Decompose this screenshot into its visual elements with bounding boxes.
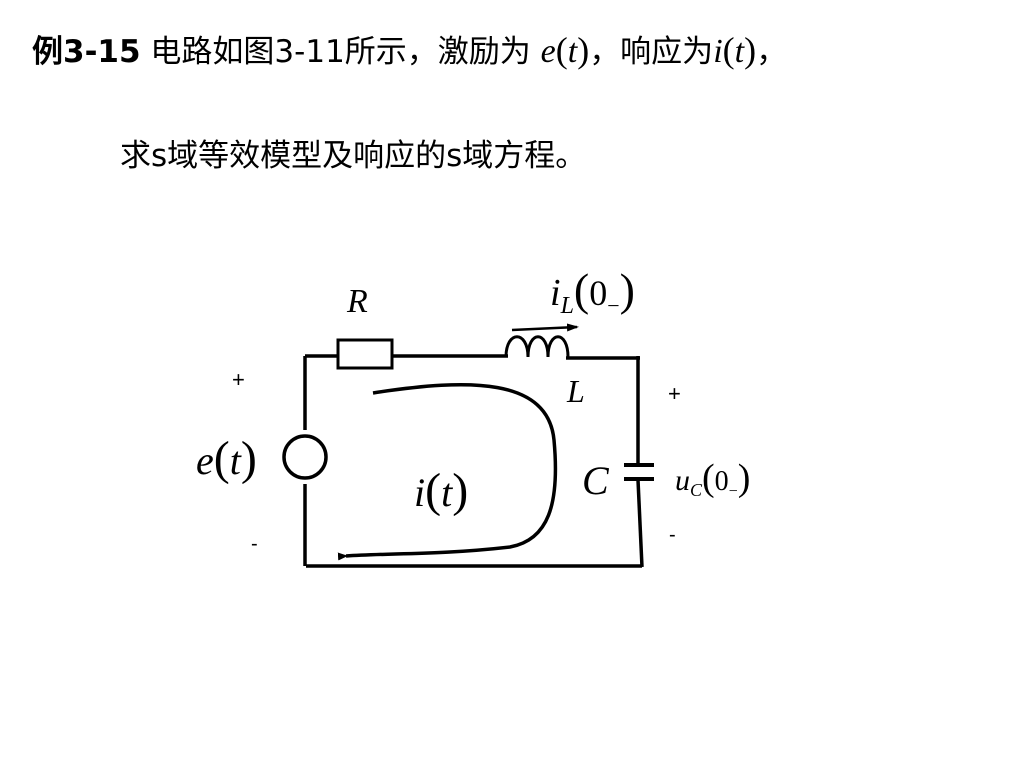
loop-current-arg: t: [441, 470, 453, 515]
problem-text-c: ，: [756, 34, 788, 70]
capacitor-voltage-paren-open: (: [702, 457, 715, 499]
wire-right-lower: [636, 479, 644, 568]
source-minus-sign: -: [251, 533, 258, 555]
inductor-current-minus: −: [607, 293, 619, 318]
voltage-source-symbol: [282, 434, 328, 480]
source-label: e(t): [196, 432, 257, 485]
resistor-label: R: [346, 283, 368, 320]
capacitor-voltage-minus: −: [729, 483, 738, 500]
response-symbol: i: [713, 33, 723, 70]
inductor-current-arrow: [511, 323, 579, 332]
source-paren-close: ): [241, 432, 257, 485]
capacitor-voltage-sub: C: [690, 480, 703, 500]
inductor-label: L: [566, 373, 585, 409]
inductor-current-paren-open: (: [574, 264, 589, 315]
capacitor-voltage-arg: 0: [715, 466, 729, 497]
capacitor-minus-sign: -: [669, 524, 676, 546]
resistor-symbol: [336, 338, 394, 370]
source-arg: t: [230, 438, 242, 483]
paren-open-1: (: [555, 30, 568, 70]
problem-text-b: ，响应为: [589, 34, 714, 70]
paren-close-1: ): [577, 30, 590, 70]
excitation-symbol: e: [540, 33, 556, 70]
loop-current-arrow: [337, 383, 558, 561]
problem-label: 例3-15: [32, 34, 141, 70]
loop-current-paren-open: (: [425, 464, 441, 517]
problem-line-1: 例3-15 电路如图3-11所示，激励为 e(t)，响应为i(t)，: [32, 26, 787, 76]
paren-open-2: (: [722, 30, 735, 70]
inductor-current-symbol: i: [550, 272, 561, 314]
capacitor-voltage-paren-close: ): [738, 457, 751, 499]
circuit-wires: [303, 354, 644, 568]
inductor-current-sub: L: [560, 293, 574, 319]
capacitor-voltage-symbol: u: [675, 464, 690, 497]
capacitor-plus-sign: +: [668, 381, 681, 406]
capacitor-label: C: [582, 458, 610, 503]
response-arg: t: [734, 33, 745, 70]
inductor-current-label: iL(0−): [550, 264, 635, 319]
problem-text-a: 电路如图3-11所示，激励为: [140, 34, 541, 70]
capacitor-voltage-label: uC(0−): [675, 457, 750, 500]
inductor-current-arg: 0: [589, 273, 607, 313]
inductor-current-paren-close: ): [620, 264, 635, 315]
loop-current-paren-close: ): [452, 464, 468, 517]
loop-current-label: i(t): [414, 464, 468, 517]
source-plus-sign: +: [232, 367, 245, 392]
source-paren-open: (: [214, 432, 230, 485]
excitation-arg: t: [567, 33, 578, 70]
loop-current-symbol: i: [414, 470, 425, 515]
source-symbol: e: [196, 438, 214, 483]
problem-line-2: 求s域等效模型及响应的s域方程。: [120, 138, 587, 174]
paren-close-2: ): [744, 30, 757, 70]
inductor-symbol: [504, 335, 570, 358]
